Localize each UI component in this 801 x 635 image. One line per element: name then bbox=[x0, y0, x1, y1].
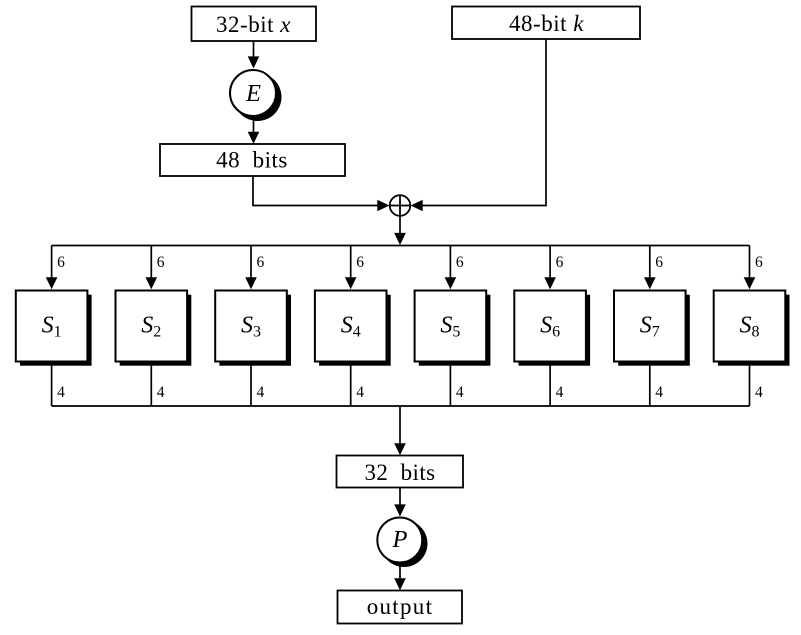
svg-text:S4: S4 bbox=[341, 313, 361, 341]
svg-text:4: 4 bbox=[655, 384, 663, 401]
svg-text:4: 4 bbox=[556, 384, 564, 401]
svg-text:S6: S6 bbox=[540, 313, 560, 341]
svg-text:48 bits: 48 bits bbox=[216, 148, 288, 173]
svg-text:S1: S1 bbox=[42, 313, 62, 341]
svg-text:32-bit x: 32-bit x bbox=[216, 12, 291, 37]
svg-text:4: 4 bbox=[157, 384, 165, 401]
svg-text:48-bit k: 48-bit k bbox=[509, 11, 584, 36]
svg-text:6: 6 bbox=[57, 254, 65, 271]
svg-text:4: 4 bbox=[57, 384, 65, 401]
svg-text:6: 6 bbox=[257, 254, 265, 271]
svg-text:4: 4 bbox=[456, 384, 464, 401]
svg-text:32 bits: 32 bits bbox=[365, 460, 436, 485]
svg-text:6: 6 bbox=[755, 254, 763, 271]
svg-text:6: 6 bbox=[157, 254, 165, 271]
svg-text:output: output bbox=[367, 594, 434, 619]
svg-text:S5: S5 bbox=[440, 313, 460, 341]
svg-text:S8: S8 bbox=[740, 313, 760, 341]
svg-text:4: 4 bbox=[257, 384, 265, 401]
svg-text:6: 6 bbox=[456, 254, 464, 271]
svg-text:P: P bbox=[392, 526, 408, 553]
svg-text:4: 4 bbox=[356, 384, 364, 401]
svg-text:S2: S2 bbox=[141, 313, 161, 341]
svg-text:6: 6 bbox=[356, 254, 364, 271]
svg-text:6: 6 bbox=[655, 254, 663, 271]
svg-text:S3: S3 bbox=[241, 313, 261, 341]
svg-text:4: 4 bbox=[755, 384, 763, 401]
svg-text:E: E bbox=[245, 80, 261, 107]
svg-text:S7: S7 bbox=[640, 313, 660, 341]
svg-text:6: 6 bbox=[556, 254, 564, 271]
